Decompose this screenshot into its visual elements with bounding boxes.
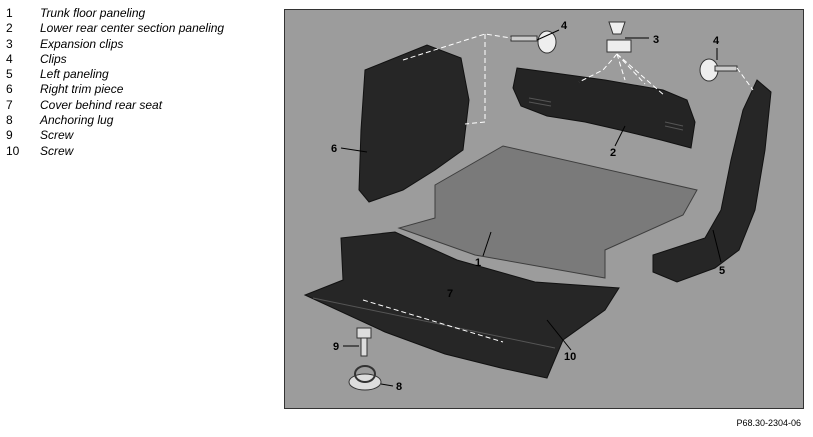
legend-row: 6 Right trim piece: [6, 82, 224, 97]
legend-number: 4: [6, 51, 13, 66]
callout-4-left: 4: [561, 20, 568, 32]
legend-number: 8: [6, 113, 13, 128]
trunk-floor-paneling: [397, 145, 698, 279]
left-paneling: [652, 79, 772, 283]
callout-10: 10: [564, 351, 576, 363]
callout-2: 2: [610, 147, 616, 159]
legend-label: Screw: [40, 143, 74, 158]
callout-6: 6: [331, 143, 337, 155]
legend-row: 10 Screw: [6, 144, 224, 159]
legend-label: Cover behind rear seat: [40, 97, 163, 112]
legend-number: 7: [6, 97, 13, 112]
legend-label: Left paneling: [40, 67, 109, 82]
legend-label: Right trim piece: [40, 82, 124, 97]
legend-row: 1 Trunk floor paneling: [6, 6, 224, 21]
legend-number: 1: [6, 6, 13, 20]
parts-legend: 1 Trunk floor paneling 2 Lower rear center…: [6, 6, 224, 159]
clip-upper-right: [699, 58, 738, 82]
clip-upper-left: [510, 30, 557, 54]
callout-1: 1: [475, 257, 481, 269]
figure-identifier: P68.30-2304-06: [736, 418, 801, 428]
callout-5: 5: [719, 265, 725, 277]
legend-label: Trunk floor paneling: [40, 6, 146, 20]
legend-number: 3: [6, 36, 13, 51]
legend-row: 4 Clips: [6, 52, 224, 67]
legend-label: Clips: [40, 51, 67, 66]
legend-label: Lower rear center section paneling: [40, 21, 225, 36]
callout-7: 7: [447, 288, 453, 300]
legend-number: 5: [6, 67, 13, 82]
cover-fold-line: [312, 297, 556, 349]
legend-row: 3 Expansion clips: [6, 37, 224, 52]
legend-row: 9 Screw: [6, 128, 224, 143]
callout-9: 9: [333, 341, 339, 353]
screw: [356, 327, 372, 357]
expansion-clips: [606, 21, 632, 53]
legend-label: Anchoring lug: [40, 113, 114, 128]
legend-number: 10: [6, 143, 20, 158]
legend-row: 2 Lower rear center section paneling: [6, 21, 224, 36]
legend-label: Screw: [40, 128, 74, 143]
callout-4-right: 4: [713, 35, 720, 47]
right-trim-piece: [358, 44, 470, 203]
legend-number: 6: [6, 82, 13, 97]
exploded-view-diagram: 1 2 3 4 4 5 6 7 8 9 10: [284, 9, 804, 409]
anchoring-lug: [348, 365, 382, 391]
callout-8: 8: [396, 381, 402, 393]
legend-row: 8 Anchoring lug: [6, 113, 224, 128]
legend-row: 5 Left paneling: [6, 67, 224, 82]
rear-center-paneling: [512, 67, 696, 149]
assembly-lines: [362, 33, 754, 343]
legend-row: 7 Cover behind rear seat: [6, 98, 224, 113]
legend-number: 2: [6, 21, 13, 36]
cover-rear-seat: [303, 231, 620, 379]
legend-label: Expansion clips: [40, 36, 124, 51]
leader-lines: [340, 29, 722, 387]
diagram-canvas: 1 2 3 4 4 5 6 7 8 9 10: [303, 20, 772, 393]
vent-slots: [528, 97, 684, 131]
callout-3: 3: [653, 34, 659, 46]
legend-number: 9: [6, 128, 13, 143]
